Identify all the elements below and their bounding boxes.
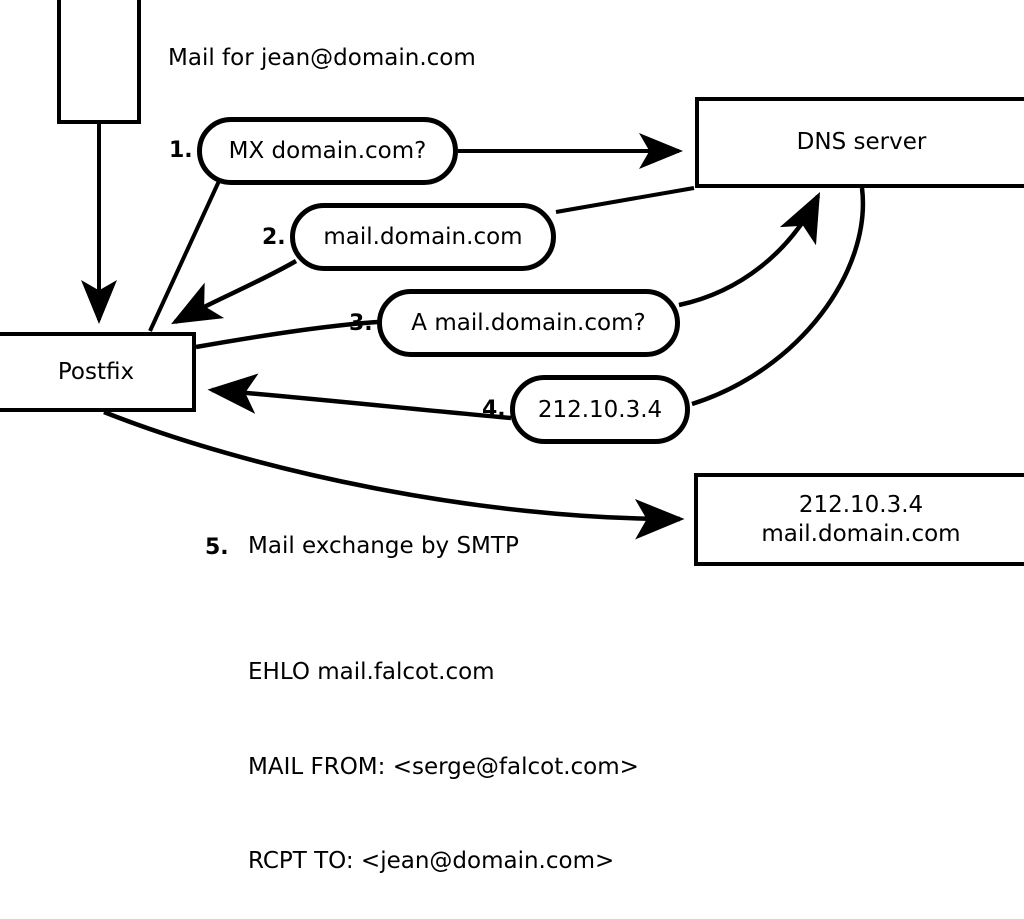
arrow-step4-to-postfix: [207, 373, 512, 421]
line-step2-from-dns: [555, 186, 695, 214]
remote-server-ip: 212.10.3.4: [798, 492, 924, 519]
step-1-bubble-label: MX domain.com?: [228, 138, 427, 164]
mail-for-note: Mail for jean@domain.com: [168, 45, 476, 71]
dns-server-label: DNS server: [796, 129, 927, 156]
line-step3-from-postfix: [195, 319, 379, 350]
transcript-line: EHLO mail.falcot.com: [248, 659, 495, 685]
step-3-bubble-label: A mail.domain.com?: [411, 310, 646, 336]
arrow-step3-to-dns: [678, 191, 821, 308]
step-5-label: Mail exchange by SMTP: [248, 533, 519, 559]
arrow-step5-smtp: [103, 409, 685, 540]
transcript-line: MAIL FROM: <serge@falcot.com>: [248, 753, 639, 780]
step-2-number: 2.: [262, 225, 286, 250]
step-4-bubble[interactable]: 212.10.3.4: [510, 375, 690, 444]
line-step1-from-postfix: [148, 180, 221, 332]
step-4-number: 4.: [482, 397, 506, 422]
postfix-label: Postfix: [57, 358, 135, 385]
mail-client-box[interactable]: [57, 0, 141, 124]
step-3-bubble[interactable]: A mail.domain.com?: [377, 289, 680, 357]
step-2-bubble[interactable]: mail.domain.com: [290, 203, 556, 271]
step-3-number: 3.: [349, 311, 373, 336]
step-1-number: 1.: [169, 138, 193, 163]
smtp-transcript: EHLO mail.falcot.com MAIL FROM: <serge@f…: [248, 594, 639, 919]
remote-mail-server-box[interactable]: 212.10.3.4 mail.domain.com: [694, 473, 1024, 566]
remote-server-hostname: mail.domain.com: [761, 520, 961, 547]
step-2-bubble-label: mail.domain.com: [323, 224, 523, 250]
arrow-step2-to-postfix: [171, 259, 298, 325]
transcript-line: RCPT TO: <jean@domain.com>: [248, 848, 615, 874]
postfix-box[interactable]: Postfix: [0, 332, 196, 412]
step-5-number: 5.: [205, 535, 229, 560]
step-4-bubble-label: 212.10.3.4: [537, 396, 663, 423]
dns-server-box[interactable]: DNS server: [695, 97, 1024, 188]
step-1-bubble[interactable]: MX domain.com?: [197, 117, 458, 185]
line-step4-from-dns: [691, 187, 866, 407]
